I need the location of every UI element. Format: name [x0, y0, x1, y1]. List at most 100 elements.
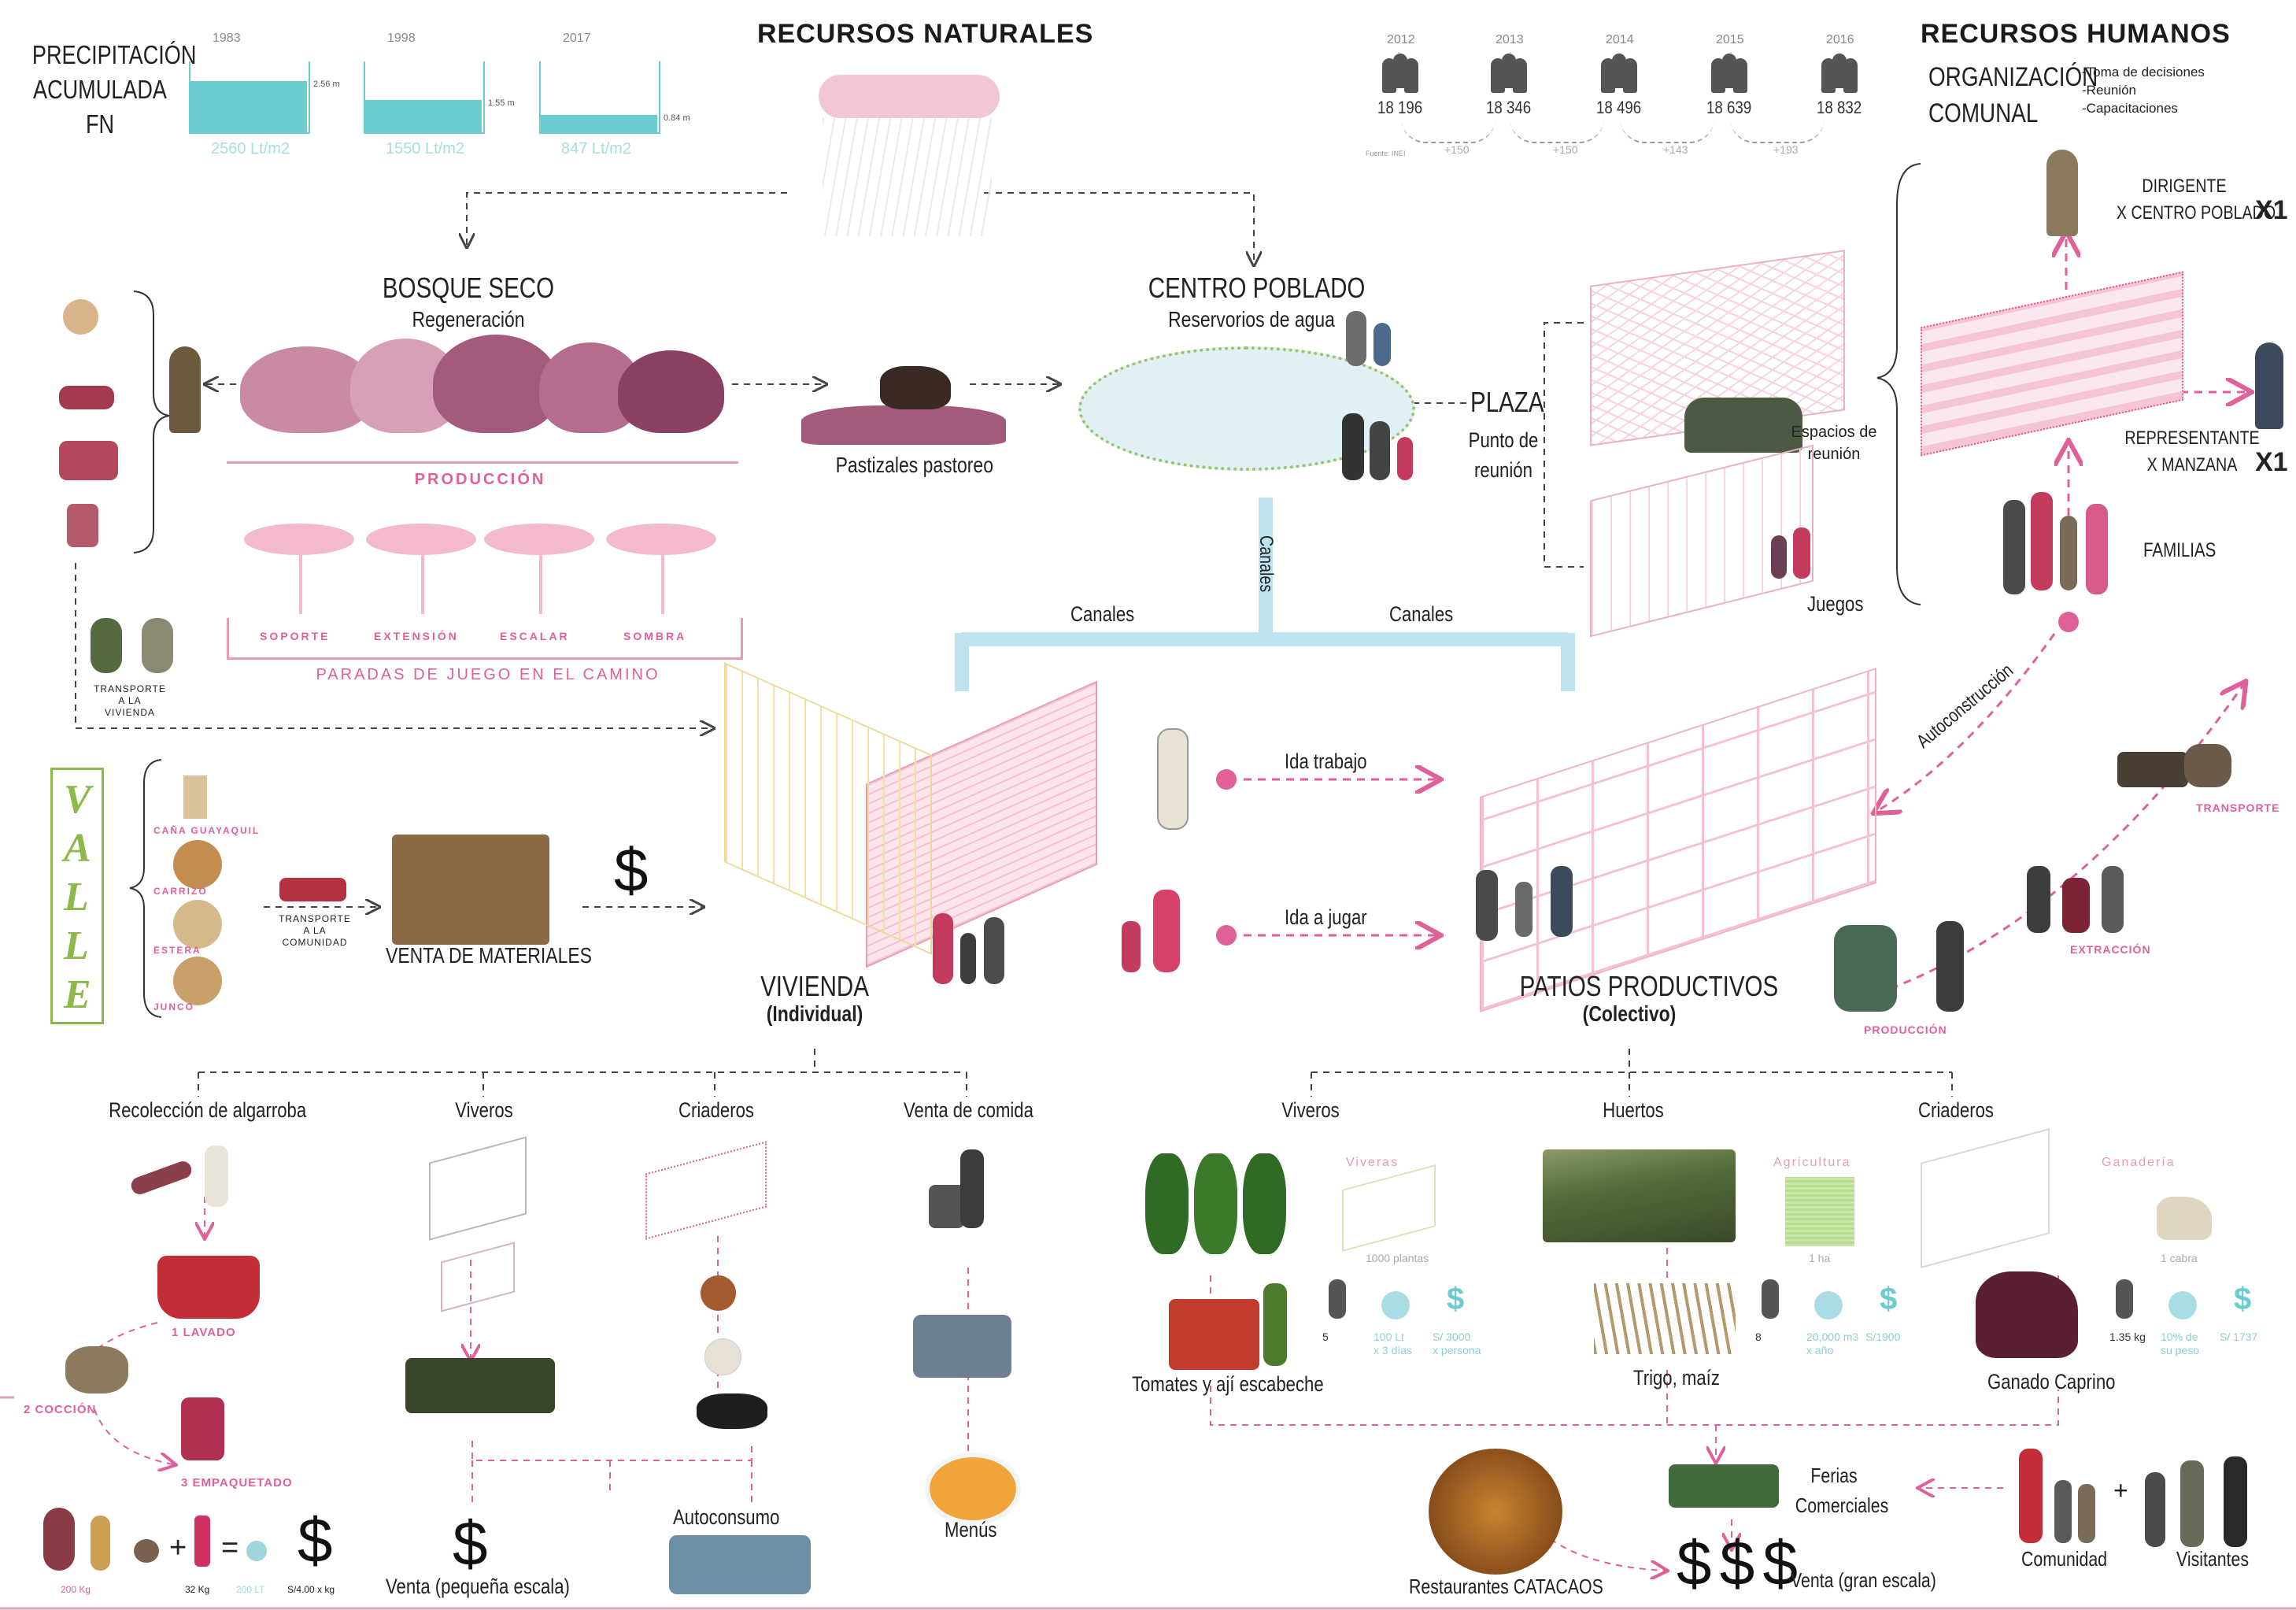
canal-horizontal: [955, 632, 1575, 691]
water-icon: [2168, 1291, 2197, 1319]
step-empaquetado: 3 EMPAQUETADO: [181, 1476, 293, 1490]
dollar-icon: $: [298, 1505, 333, 1575]
games-label: Juegos: [1807, 592, 1864, 616]
people-group-icon: [1711, 54, 1751, 93]
transport-to-home-label: TRANSPORTE A LA VIVIENDA: [94, 683, 166, 718]
org-item: -Toma de decisiones: [2082, 65, 2205, 80]
family-meal-image: [669, 1535, 811, 1594]
dollar-icon: $: [614, 835, 649, 905]
org-title: ORGANIZACIÓN COMUNAL: [1928, 62, 2098, 128]
water-icon: [1381, 1291, 1410, 1319]
bosque-to-vivienda-arrow: [75, 563, 712, 728]
canales-left-label: Canales: [1070, 602, 1135, 626]
valle-letter: L: [64, 923, 89, 968]
representative-person-icon: [2255, 342, 2283, 429]
population-count: 18 496: [1596, 98, 1642, 117]
vivienda-title: VIVIENDA: [760, 970, 869, 1002]
plus-icon: +: [2113, 1476, 2128, 1505]
bosque-title: BOSQUE SECO: [382, 272, 555, 304]
visitors-people-icon: [2145, 1456, 2263, 1547]
visitantes-label: Visitantes: [2176, 1547, 2250, 1571]
valle-letter: A: [64, 826, 91, 871]
equals-icon: =: [221, 1531, 239, 1564]
population-curve: [1620, 118, 1714, 143]
population-year: 2013: [1496, 33, 1524, 46]
precip-line: ACUMULADA: [33, 75, 167, 104]
plus-icon: +: [169, 1531, 187, 1564]
venta-gran-escala-label: Venta (gran escala): [1791, 1568, 1936, 1592]
stop-label: ESCALAR: [500, 630, 570, 642]
precip-value-label: 2560 Lt/m2: [211, 140, 290, 157]
precip-year: 1983: [213, 31, 241, 45]
leader-person-icon: [2046, 150, 2078, 236]
material-label: JUNCO: [153, 1001, 195, 1012]
population-count: 18 196: [1377, 98, 1423, 117]
eq-label: 32 Kg: [185, 1584, 210, 1595]
precip-year: 2017: [563, 31, 591, 45]
bosque-subtitle: Regeneración: [412, 307, 525, 331]
step-coccion: 2 COCCIÓN: [24, 1403, 97, 1416]
criaderos-collective-title: Criaderos: [1918, 1098, 1994, 1122]
stat-value: 1.35 kg: [2109, 1331, 2146, 1343]
stat-value: 20,000 m3 x año: [1806, 1331, 1859, 1356]
ferias-label: Ferias Comerciales: [1795, 1464, 1889, 1517]
plaza-subtitle: Punto de reunión: [1468, 428, 1539, 482]
families-icon: [2003, 492, 2121, 598]
precip-fill: [539, 115, 657, 132]
viveros-individual-title: Viveros: [455, 1098, 513, 1122]
material-label: ESTERA: [153, 945, 202, 956]
menu-dish-image: [925, 1453, 1021, 1525]
extraccion-label: EXTRACCIÓN: [2070, 943, 2151, 956]
goat-image: [1976, 1271, 2078, 1358]
precip-height-label: 2.56 m: [313, 80, 340, 89]
familias-label: FAMILIAS: [2143, 539, 2217, 561]
pepper-plant-image: [1263, 1283, 1287, 1366]
algarroba-title: Recolección de algarroba: [109, 1098, 307, 1122]
ida-jugar-label: Ida a jugar: [1285, 905, 1367, 929]
patios-subtitle: (Colectivo): [1582, 1001, 1677, 1026]
population-year: 2012: [1387, 33, 1415, 46]
forest-products: [59, 291, 122, 551]
population-curve: [1730, 118, 1825, 143]
population-delta: +150: [1444, 143, 1470, 156]
population-delta: +150: [1553, 143, 1578, 156]
paradas-frame: [227, 618, 743, 660]
stop-label: SOMBRA: [623, 630, 687, 642]
precip-value-label: 847 Lt/m2: [561, 140, 631, 157]
population-curve: [1510, 118, 1604, 143]
stop-label: EXTENSIÓN: [374, 630, 459, 642]
person-icon: [169, 346, 201, 433]
precip-line: PRECIPITACIÓN: [31, 40, 197, 69]
plaza-title: PLAZA: [1470, 386, 1544, 418]
fair-stall-image: [1669, 1464, 1779, 1508]
population-count: 18 832: [1817, 98, 1862, 117]
dirigente-multiplier: X1: [2255, 195, 2288, 225]
stat-value: 8: [1755, 1331, 1762, 1343]
people-group-icon: [1382, 54, 1422, 93]
cooking-pot-image: [65, 1346, 128, 1393]
paradas-label: PARADAS DE JUEGO EN EL CAMINO: [316, 666, 660, 683]
play-stops-trees: [244, 516, 732, 622]
carob-equation-labels: 200 Kg 32 Kg 200 LT S/4.00 x kg: [43, 1584, 358, 1600]
venta-pequena-label: Venta (pequeña escala): [386, 1575, 570, 1598]
vivienda-subtitle: (Individual): [766, 1001, 863, 1026]
pig-icon: [697, 1393, 767, 1429]
water-icon: [1814, 1291, 1843, 1319]
goat-pasture-image: [801, 358, 1006, 445]
transport-to-community-label: TRANSPORTE A LA COMUNIDAD: [279, 913, 351, 948]
centro-title: CENTRO POBLADO: [1148, 272, 1366, 304]
tomato-crate-image: [1169, 1299, 1259, 1370]
population-delta: +193: [1773, 143, 1799, 156]
valle-letter: V: [64, 777, 91, 822]
children-icon: [1771, 527, 1818, 583]
truck-icon: [279, 878, 346, 901]
production-label: PRODUCCIÓN: [414, 471, 546, 488]
hectare-square: [1785, 1177, 1854, 1246]
worker-icon: [2116, 1279, 2133, 1319]
production-underline: [227, 461, 738, 464]
population-year: 2014: [1606, 33, 1634, 46]
meeting-spaces-label: Espacios de reunión: [1791, 424, 1877, 463]
people-group-icon: [1601, 54, 1640, 93]
precip-box: [539, 61, 660, 134]
precip-height-label: 1.55 m: [488, 98, 515, 108]
